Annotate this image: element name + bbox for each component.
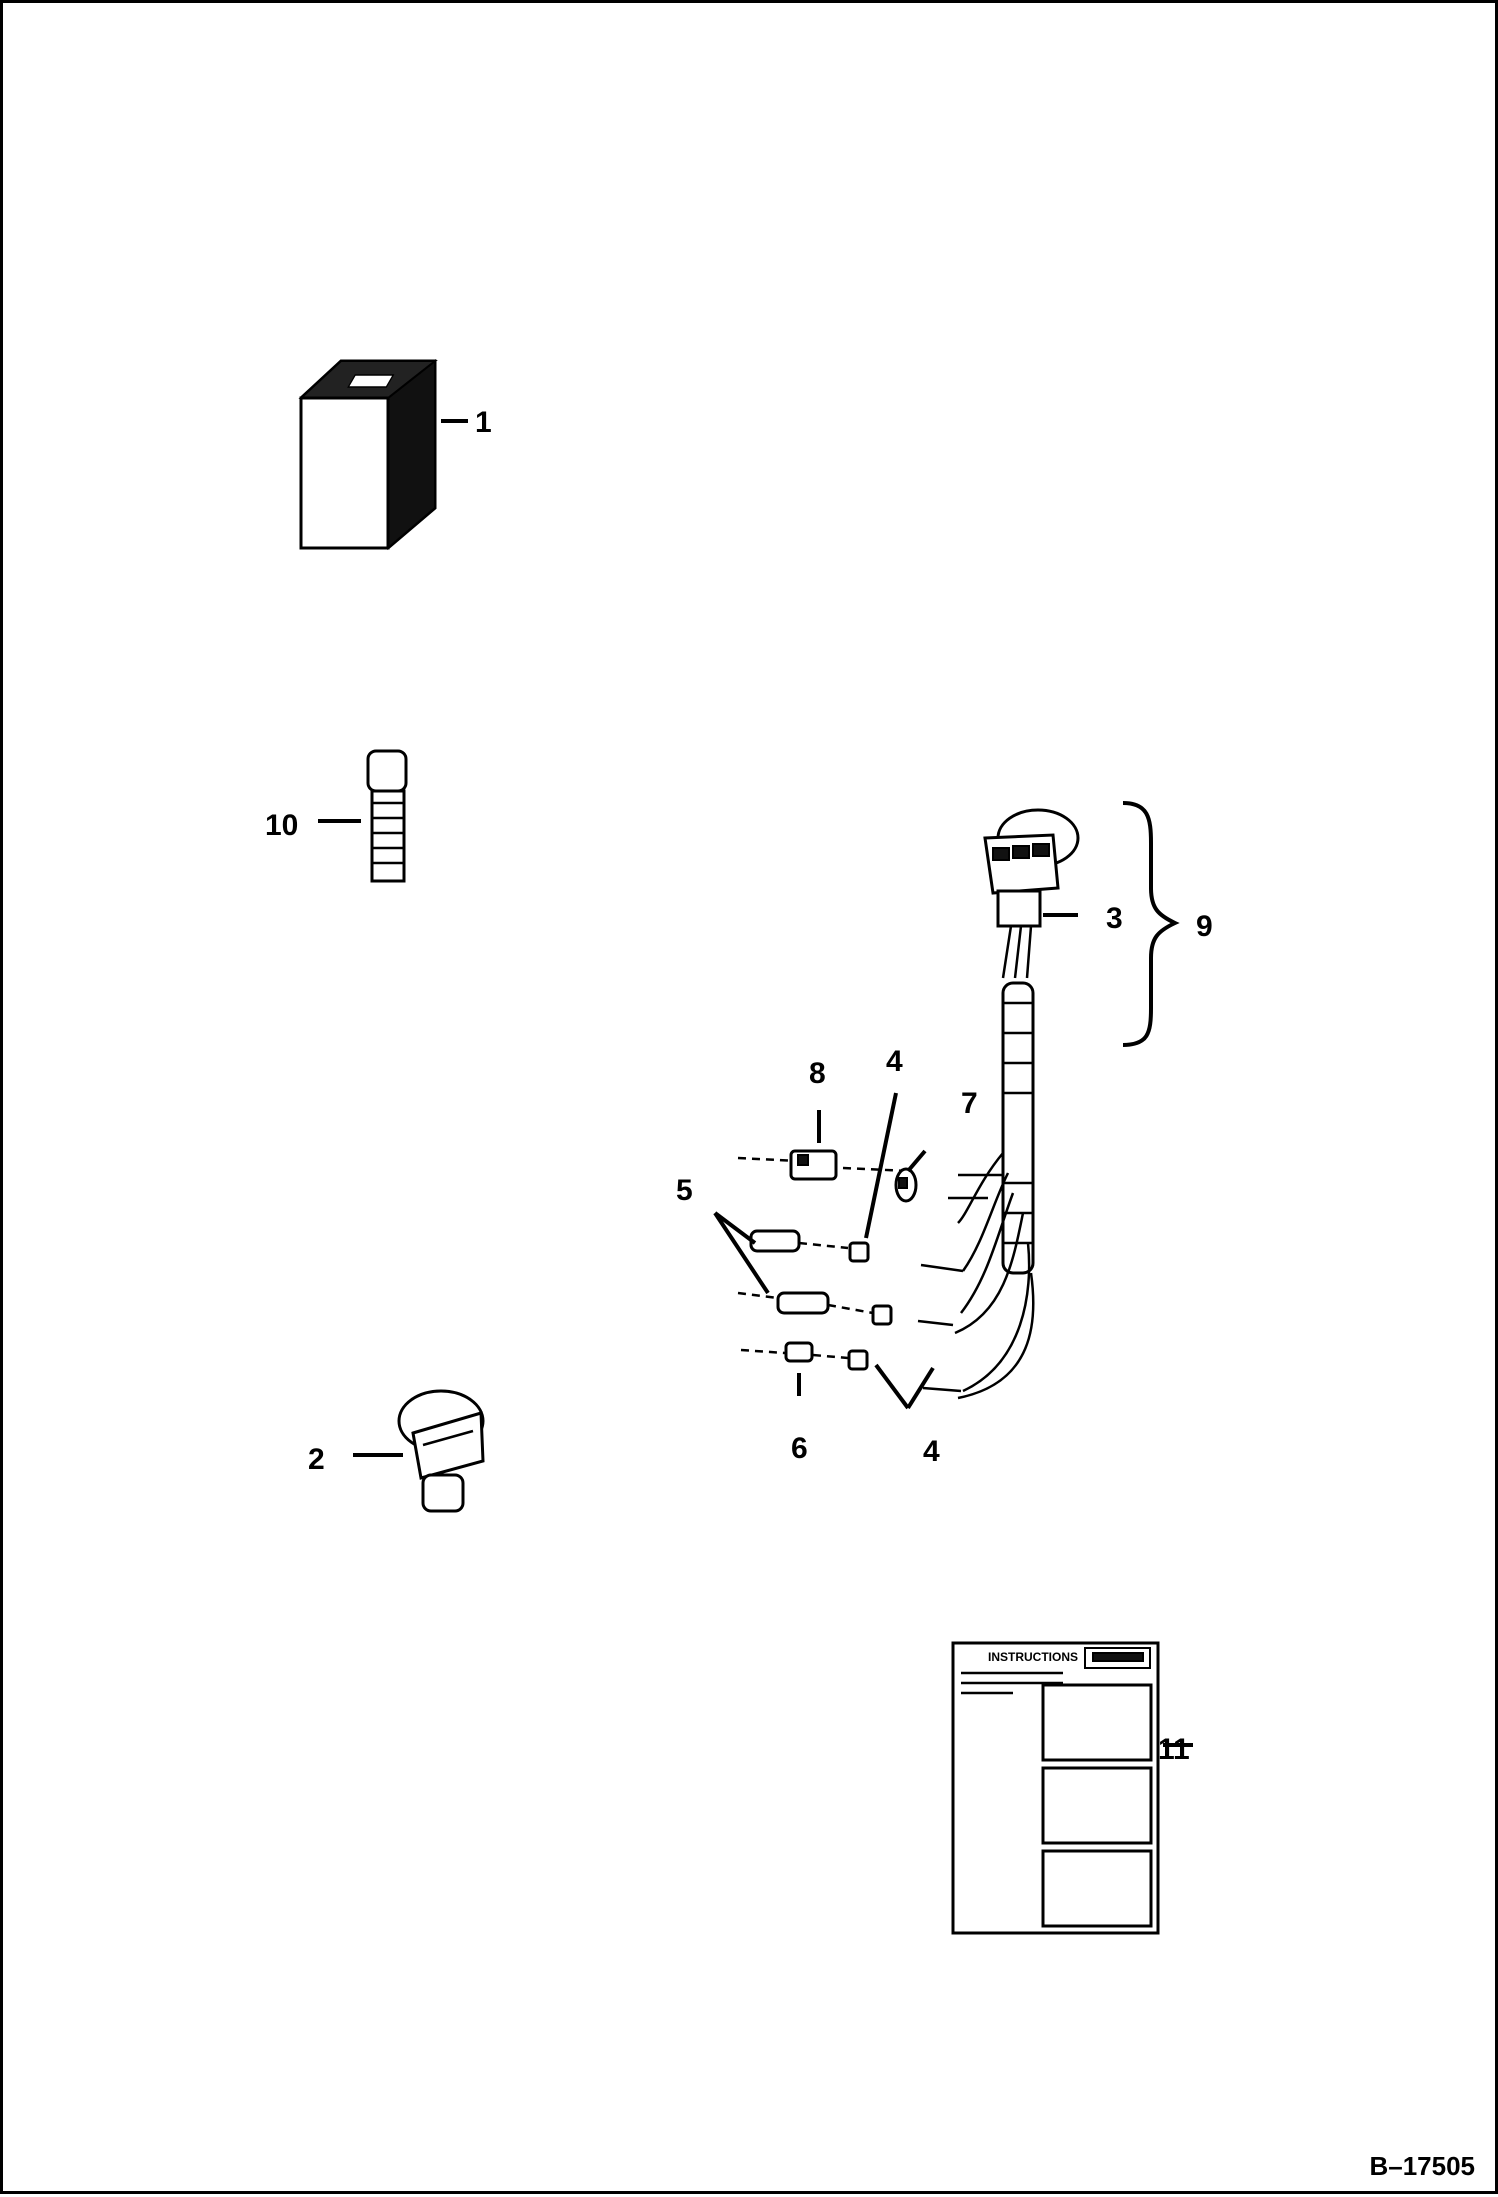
- callout-1: 1: [475, 406, 492, 439]
- part-10-cylinder-connector: [366, 749, 408, 883]
- callout-9: 9: [1196, 910, 1213, 943]
- callout-6: 6: [791, 1432, 808, 1465]
- callout-8: 8: [809, 1057, 826, 1090]
- leader-7: [906, 1149, 927, 1173]
- leader-4-upper: [864, 1092, 898, 1239]
- leader-5-b: [713, 1211, 770, 1295]
- exploded-parts-drawing: 1 10: [265, 358, 1475, 2181]
- part-6-connector: [740, 1341, 869, 1371]
- brace-9: [1122, 801, 1180, 1047]
- part-11-instruction-sheet: INSTRUCTIONS: [951, 1641, 1160, 1935]
- leader-5-a: [713, 1211, 757, 1245]
- instruction-sheet-heading: INSTRUCTIONS: [988, 1650, 1078, 1664]
- callout-7: 7: [961, 1087, 978, 1120]
- part-2-switch: [397, 1389, 485, 1513]
- drawing-reference-number: B–17505: [1369, 2151, 1475, 2181]
- part-7-cap: [894, 1167, 918, 1203]
- leader-4-lower-a: [874, 1363, 910, 1410]
- callout-11: 11: [1158, 1733, 1190, 1766]
- part-8-terminal-housing: [737, 1149, 909, 1181]
- callout-10: 10: [265, 809, 298, 842]
- callout-5: 5: [676, 1174, 693, 1207]
- part-1-relay-box: [298, 358, 438, 551]
- callout-4-lower: 4: [923, 1435, 940, 1468]
- callout-4-upper: 4: [886, 1045, 903, 1078]
- part-5-terminals: [737, 1229, 893, 1326]
- callout-3: 3: [1106, 902, 1123, 935]
- callout-2: 2: [308, 1443, 325, 1476]
- leader-4-lower-b: [906, 1366, 935, 1410]
- part-4-terminal-upper: [848, 1241, 870, 1263]
- part-3-switch-harness: [917, 808, 1080, 1400]
